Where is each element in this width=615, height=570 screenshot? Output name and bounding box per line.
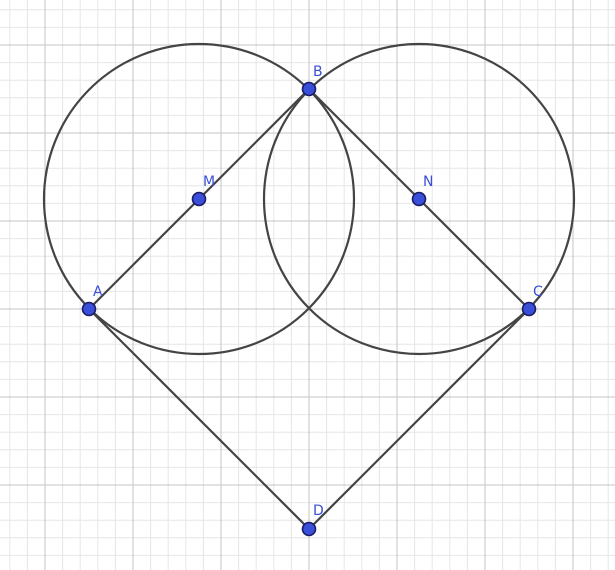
- point-n[interactable]: [411, 191, 427, 207]
- circle-m[interactable]: [42, 42, 356, 356]
- label-m: M: [203, 174, 215, 190]
- label-b: B: [313, 64, 323, 80]
- point-b[interactable]: [301, 81, 317, 97]
- circle-n[interactable]: [262, 42, 576, 356]
- point-a[interactable]: [81, 301, 97, 317]
- point-m[interactable]: [191, 191, 207, 207]
- point-c[interactable]: [521, 301, 537, 317]
- label-n: N: [423, 174, 433, 190]
- point-d[interactable]: [301, 521, 317, 537]
- label-a: A: [93, 284, 103, 300]
- label-d: D: [313, 503, 324, 519]
- label-c: C: [533, 284, 543, 300]
